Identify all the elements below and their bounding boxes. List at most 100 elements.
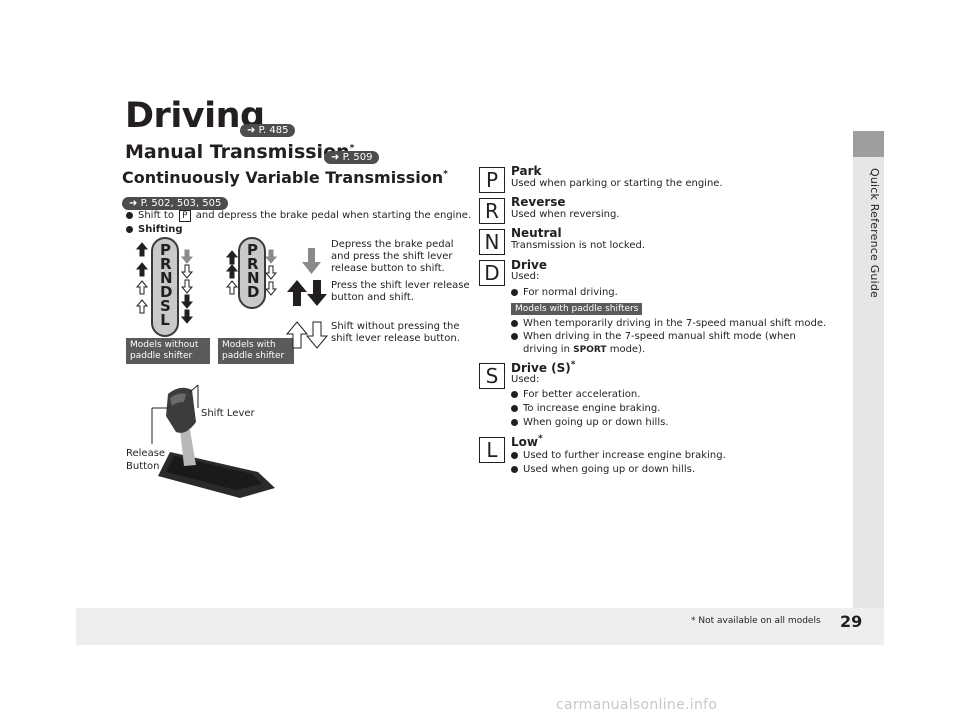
solid-up-arrow — [225, 250, 239, 265]
gear-title-text: Drive (S) — [511, 361, 571, 375]
outline-down-arrow — [180, 279, 194, 294]
legend-depress-brake: Depress the brake pedal and press the sh… — [331, 239, 454, 274]
gear-title-park: Park — [511, 164, 542, 178]
bullet-text: driving in — [523, 344, 570, 355]
gear-letter-sport: S — [479, 363, 505, 389]
bullet-text: Used when going up or down hills. — [523, 464, 695, 475]
bullet-dot — [511, 332, 518, 340]
badge-models-with-paddle: Models with paddle shifter — [218, 338, 294, 364]
page-number: 29 — [840, 612, 863, 631]
gate-letters: P R N D — [247, 241, 260, 301]
gear-desc-sport: Used: — [511, 374, 540, 385]
drive-bullet-normal: For normal driving. — [511, 286, 618, 299]
grey-down-arrow — [302, 248, 321, 274]
gate-arrows-without-paddle — [135, 242, 194, 324]
asterisk: * — [349, 143, 355, 154]
side-tab-marker — [853, 131, 884, 157]
gear-title-sport: Drive (S)* — [511, 360, 575, 375]
bullet-text: For normal driving. — [523, 287, 618, 298]
low-bullet-engine-braking: Used to further increase engine braking. — [511, 449, 726, 462]
asterisk: * — [537, 434, 543, 444]
asterisk: * — [443, 169, 448, 180]
gear-desc-neutral: Transmission is not locked. — [511, 240, 646, 251]
gear-letter-drive: D — [479, 260, 505, 286]
section-heading-manual: Manual Transmission* — [125, 141, 354, 163]
gear-title-neutral: Neutral — [511, 226, 562, 240]
sport-bullet-engine-braking: To increase engine braking. — [511, 402, 660, 415]
solid-down-arrow — [180, 294, 194, 309]
section-heading-cvt: Continuously Variable Transmission* — [122, 168, 448, 187]
badge-models-without-paddle: Models without paddle shifter — [126, 338, 210, 364]
solid-up-arrow — [225, 264, 239, 279]
legend-press-release: Press the shift lever release button and… — [331, 280, 470, 303]
gear-key: P — [179, 210, 191, 222]
shift-lever-illustration — [151, 384, 275, 498]
gear-desc-drive: Used: — [511, 271, 540, 282]
release-button-label: Release Button — [126, 448, 166, 472]
gear-title-low: Low* — [511, 434, 543, 449]
page-ref-label: P. 502, 503, 505 — [140, 198, 222, 209]
page-ref-icon: ➜ — [247, 125, 259, 136]
outline-down-arrow — [264, 265, 278, 280]
bullet-text: Shifting — [138, 224, 183, 235]
badge-paddle-shifters: Models with paddle shifters — [511, 303, 643, 315]
bullet-dot — [126, 211, 133, 219]
bullet-text: Used to further increase engine braking. — [523, 450, 726, 461]
outline-up-arrow — [225, 280, 239, 295]
gate-pattern-with-paddle: P R N D — [238, 237, 266, 309]
outline-down-arrow — [264, 281, 278, 296]
outline-up-arrow — [135, 280, 149, 295]
drive-bullet-manual-mode-cont: driving in SPORT mode). — [523, 343, 645, 357]
outline-up-arrow — [135, 299, 149, 314]
gear-title-text: Low — [511, 435, 538, 449]
gear-title-reverse: Reverse — [511, 195, 566, 209]
page-ref-driving[interactable]: ➜ P. 485 — [240, 120, 296, 139]
page-ref-icon: ➜ — [129, 198, 141, 209]
bullet-dot — [511, 451, 518, 459]
page-ref-label: P. 485 — [258, 125, 289, 136]
bullet-dot — [511, 288, 518, 296]
bullet-text: When temporarily driving in the 7-speed … — [523, 318, 827, 329]
section-heading-manual-text: Manual Transmission — [125, 141, 350, 163]
gear-letter-park: P — [479, 167, 505, 193]
solid-up-arrow — [135, 242, 149, 257]
solid-down-arrow — [307, 280, 327, 306]
gear-desc-park: Used when parking or starting the engine… — [511, 178, 723, 189]
section-heading-cvt-text: Continuously Variable Transmission — [122, 168, 444, 187]
gear-desc-reverse: Used when reversing. — [511, 209, 620, 220]
sport-bullet-hills: When going up or down hills. — [511, 416, 669, 429]
grey-down-arrow — [264, 249, 278, 264]
gear-title-drive: Drive — [511, 258, 547, 272]
bullet-dot — [511, 465, 518, 473]
bullet-shift-to-park: Shift to P and depress the brake pedal w… — [126, 210, 471, 222]
footnote: * Not available on all models — [691, 616, 821, 626]
outline-down-arrow — [180, 264, 194, 279]
gear-letter-reverse: R — [479, 198, 505, 224]
content-panel — [76, 30, 853, 608]
bullet-text: When going up or down hills. — [523, 417, 669, 428]
lever-shaft — [180, 430, 196, 466]
drive-bullet-manual-mode: When driving in the 7-speed manual shift… — [511, 330, 796, 343]
side-tab-label: Quick Reference Guide — [868, 168, 881, 298]
gate-letters: P R N D S L — [160, 241, 173, 329]
low-bullet-hills: Used when going up or down hills. — [511, 463, 695, 476]
gate-arrows-with-paddle — [225, 249, 278, 296]
gear-letter-low: L — [479, 437, 505, 463]
outline-down-arrow — [305, 321, 329, 349]
bullet-dot — [511, 319, 518, 327]
page-ref-icon: ➜ — [331, 152, 343, 163]
drive-bullet-temporary-manual: When temporarily driving in the 7-speed … — [511, 317, 826, 330]
bullet-dot — [511, 418, 518, 426]
shift-lever-label: Shift Lever — [201, 408, 255, 419]
footer-bar — [76, 608, 884, 645]
page-ref-cvt[interactable]: ➜ P. 502, 503, 505 — [122, 193, 229, 212]
solid-up-arrow — [287, 280, 307, 306]
solid-down-arrow — [180, 309, 194, 324]
bullet-text: When driving in the 7-speed manual shift… — [523, 331, 796, 342]
sport-mode-label: SPORT — [573, 345, 607, 355]
bullet-dot — [126, 225, 133, 233]
bullet-shifting: Shifting — [126, 224, 183, 235]
bullet-text: For better acceleration. — [523, 389, 641, 400]
bullet-text: To increase engine braking. — [523, 403, 661, 414]
page-ref-manual[interactable]: ➜ P. 509 — [324, 147, 380, 166]
